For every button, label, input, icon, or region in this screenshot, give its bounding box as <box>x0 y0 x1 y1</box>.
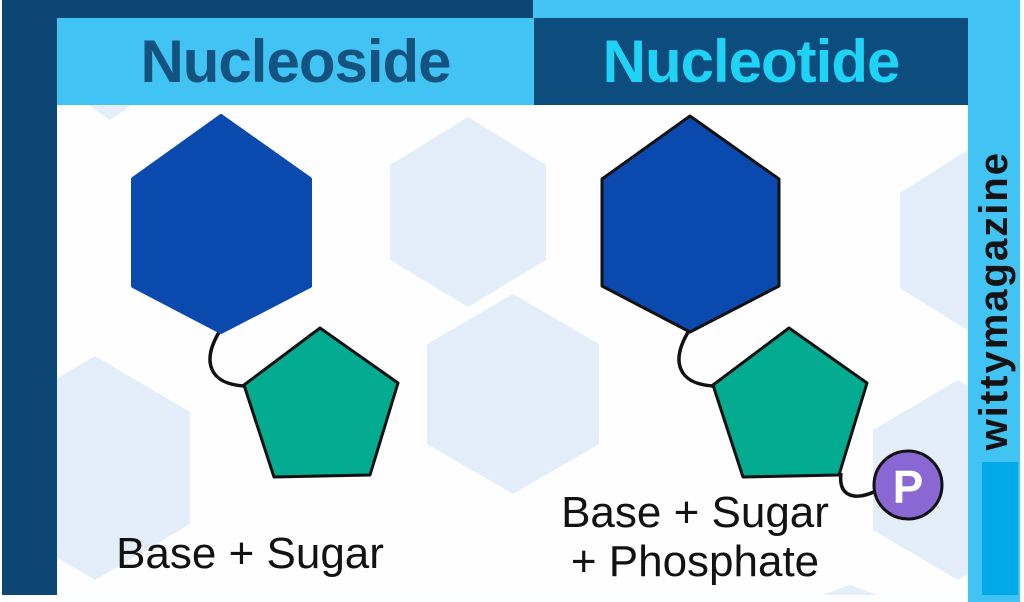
nucleoside-title: Nucleoside <box>140 28 451 95</box>
base-sugar-bond-connector <box>677 328 714 388</box>
top-border-bar-left <box>2 0 533 18</box>
formula-line: Base + Sugar <box>116 529 384 578</box>
sugar-pentagon-icon <box>242 326 400 479</box>
left-margin-sliver <box>0 0 2 602</box>
right-margin-sliver <box>1020 0 1024 602</box>
base-hexagon-icon <box>600 114 781 334</box>
base-sugar-bond-connector <box>208 328 245 388</box>
phosphate-badge-label: P <box>893 461 924 513</box>
left-border-stripe <box>2 0 57 595</box>
nucleoside-formula-label: Base + Sugar <box>60 529 440 578</box>
base-hexagon-icon <box>131 114 312 334</box>
nucleotide-shapes: P <box>600 114 944 521</box>
watermark-container: wittymagazine <box>968 0 1020 602</box>
formula-line: Base + Sugar <box>561 488 829 537</box>
formula-line: + Phosphate <box>570 537 820 586</box>
bg-hexagon-icon <box>390 117 546 307</box>
nucleoside-header: Nucleoside <box>57 18 534 105</box>
sugar-pentagon-icon <box>711 326 869 479</box>
sugar-phosphate-bond-connector <box>838 472 877 498</box>
phosphate-circle-icon <box>872 449 944 521</box>
nucleotide-formula-label: Base + Sugar + Phosphate <box>520 488 870 586</box>
bottom-margin-strip <box>0 595 968 602</box>
watermark-text: wittymagazine <box>971 151 1016 451</box>
nucleotide-title: Nucleotide <box>602 28 901 95</box>
bg-hexagon-icon <box>427 294 599 494</box>
right-stripe-accent-block <box>982 462 1018 595</box>
top-border-bar-right <box>533 0 1020 18</box>
nucleoside-shapes <box>131 114 400 479</box>
nucleotide-header: Nucleotide <box>534 18 968 105</box>
